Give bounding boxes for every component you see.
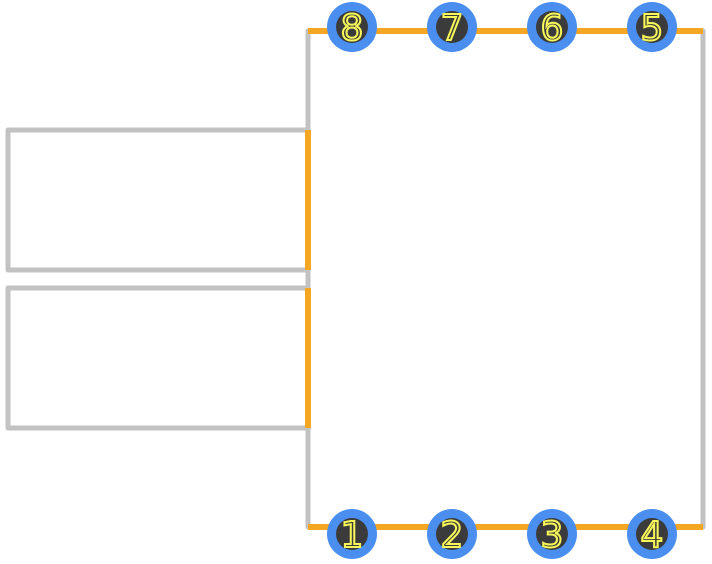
pad-pin-8: 8 <box>327 2 377 52</box>
pad-pin-2: 2 <box>427 509 477 559</box>
pad-pin-5: 5 <box>627 2 677 52</box>
pad-drill-hole <box>636 518 668 550</box>
pad-pin-6: 6 <box>527 2 577 52</box>
pad-drill-hole <box>636 11 668 43</box>
pad-drill-hole <box>536 518 568 550</box>
pin-number-label: 4 <box>641 515 664 556</box>
pin-number-label: 3 <box>541 515 564 556</box>
pad-pin-4: 4 <box>627 509 677 559</box>
pad-pin-3: 3 <box>527 509 577 559</box>
pad-drill-hole <box>336 518 368 550</box>
pad-drill-hole <box>436 518 468 550</box>
pin-number-label: 6 <box>541 8 564 49</box>
pin-number-label: 5 <box>641 8 664 49</box>
pad-drill-hole <box>436 11 468 43</box>
pad-pin-7: 7 <box>427 2 477 52</box>
pin-number-label: 2 <box>441 515 464 556</box>
pad-drill-hole <box>336 11 368 43</box>
pad-drill-hole <box>536 11 568 43</box>
outline-lower-tab <box>5 285 311 431</box>
pin-number-label: 1 <box>341 515 364 556</box>
outline-upper-tab <box>5 127 311 273</box>
component-outline <box>5 28 706 530</box>
pin-number-label: 7 <box>441 8 464 49</box>
pads-layer: 8 7 6 5 1 2 3 4 <box>327 2 677 559</box>
copper-edges <box>305 28 703 530</box>
pad-pin-1: 1 <box>327 509 377 559</box>
pin-number-label: 8 <box>341 8 364 49</box>
